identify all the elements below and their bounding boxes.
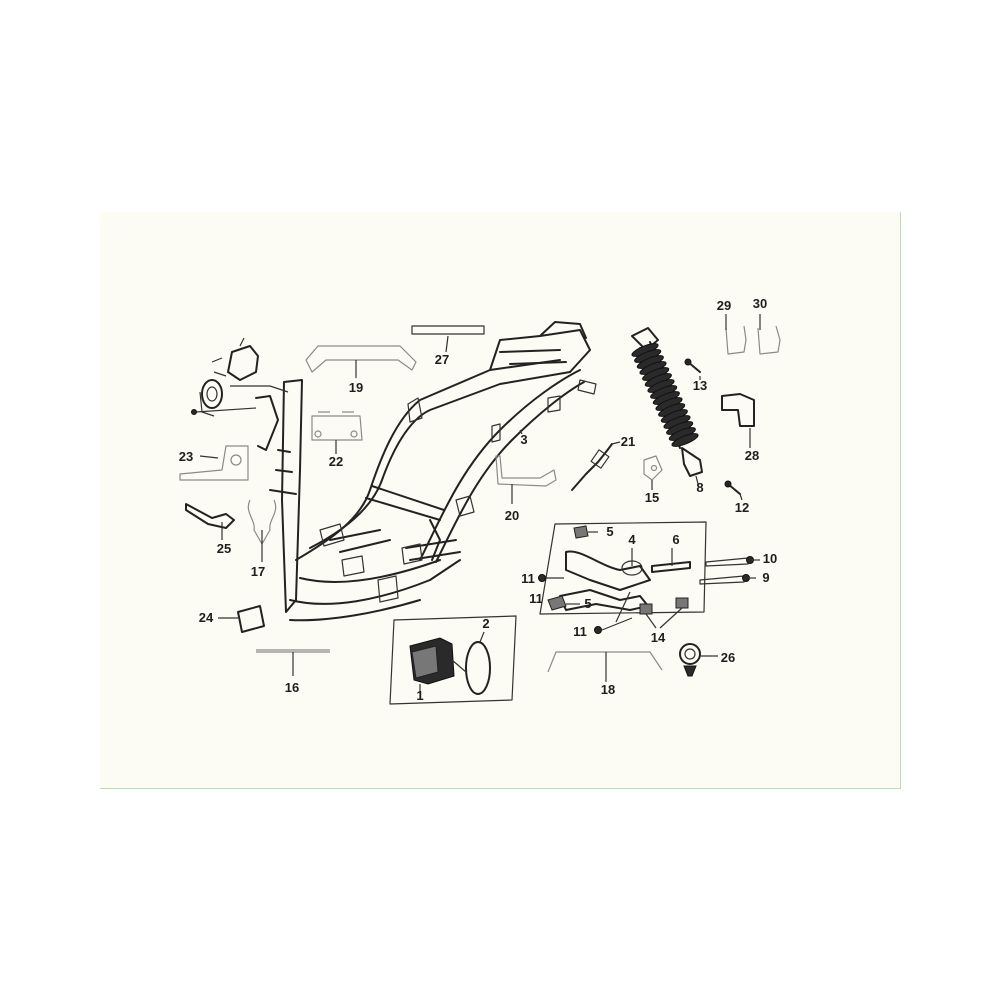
diagram-panel: [100, 212, 901, 789]
shock-absorber-part-8: [631, 327, 703, 485]
engine-hanger-part-4: [547, 525, 689, 615]
callout-number: 1: [416, 688, 423, 703]
callout-number: 6: [672, 532, 679, 547]
callout-number: 21: [621, 434, 635, 449]
steering-head-assembly: [191, 337, 289, 451]
callout-number: 5: [606, 524, 613, 539]
plate-part-27: [411, 325, 485, 335]
clip-part-29: [725, 325, 747, 355]
callout-number: 24: [199, 610, 214, 625]
bracket-part-25: [185, 503, 235, 529]
callout-number: 23: [179, 449, 193, 464]
callout-number: 22: [329, 454, 343, 469]
bracket-part-18: [547, 651, 663, 673]
cable-part-21: [571, 443, 613, 491]
callout-number: 8: [696, 480, 703, 495]
reflector-group-box: [389, 615, 517, 705]
callout-number: 26: [721, 650, 735, 665]
gauge-part-26: [679, 643, 701, 677]
callout-number: 20: [505, 508, 519, 523]
nut-part-11: [538, 574, 546, 582]
hanger-group-box: [539, 521, 707, 615]
callout-number: 11: [573, 624, 587, 639]
callout-number: 18: [601, 682, 615, 697]
bracket-part-24: [237, 605, 265, 633]
bolt-part-12: [724, 480, 741, 495]
callout-number: 11: [521, 571, 535, 586]
callout-number: 27: [435, 352, 449, 367]
spring-coil: [671, 433, 699, 447]
bracket-part-22: [311, 411, 363, 441]
bracket-part-23: [179, 445, 249, 481]
callout-number: 25: [217, 541, 231, 556]
callout-number: 15: [645, 490, 659, 505]
callout-number: 16: [285, 680, 299, 695]
callout-number: 19: [349, 380, 363, 395]
callout-number: 4: [628, 532, 636, 547]
gasket-part-2: [465, 641, 491, 695]
main-frame-part: [269, 321, 597, 622]
bolt-part-9: [699, 575, 745, 585]
bolt-part-10: [705, 557, 749, 567]
sleeve-part-6: [651, 561, 691, 573]
bracket-part-19: [305, 345, 417, 373]
callout-number: 11: [529, 591, 543, 606]
callout-number: 30: [753, 296, 767, 311]
callout-number: 17: [251, 564, 265, 579]
callout-number: 5: [584, 596, 591, 611]
callout-number: 3: [520, 432, 527, 447]
bracket-part-28: [721, 393, 755, 427]
callout-number: 14: [651, 630, 666, 645]
bolt-part-13: [684, 358, 701, 373]
callout-number: 13: [693, 378, 707, 393]
callout-number: 9: [762, 570, 769, 585]
clip-part-30: [757, 325, 781, 355]
bracket-part-20: [495, 455, 557, 487]
callout-labels: 1234556891011111112131415161718192021222…: [179, 296, 777, 703]
reflector-part-1: [409, 637, 455, 685]
callout-number: 10: [763, 551, 777, 566]
callout-number: 2: [482, 616, 489, 631]
bracket-part-15: [643, 455, 663, 481]
callout-number: 28: [745, 448, 759, 463]
callout-number: 29: [717, 298, 731, 313]
callout-number: 12: [735, 500, 749, 515]
